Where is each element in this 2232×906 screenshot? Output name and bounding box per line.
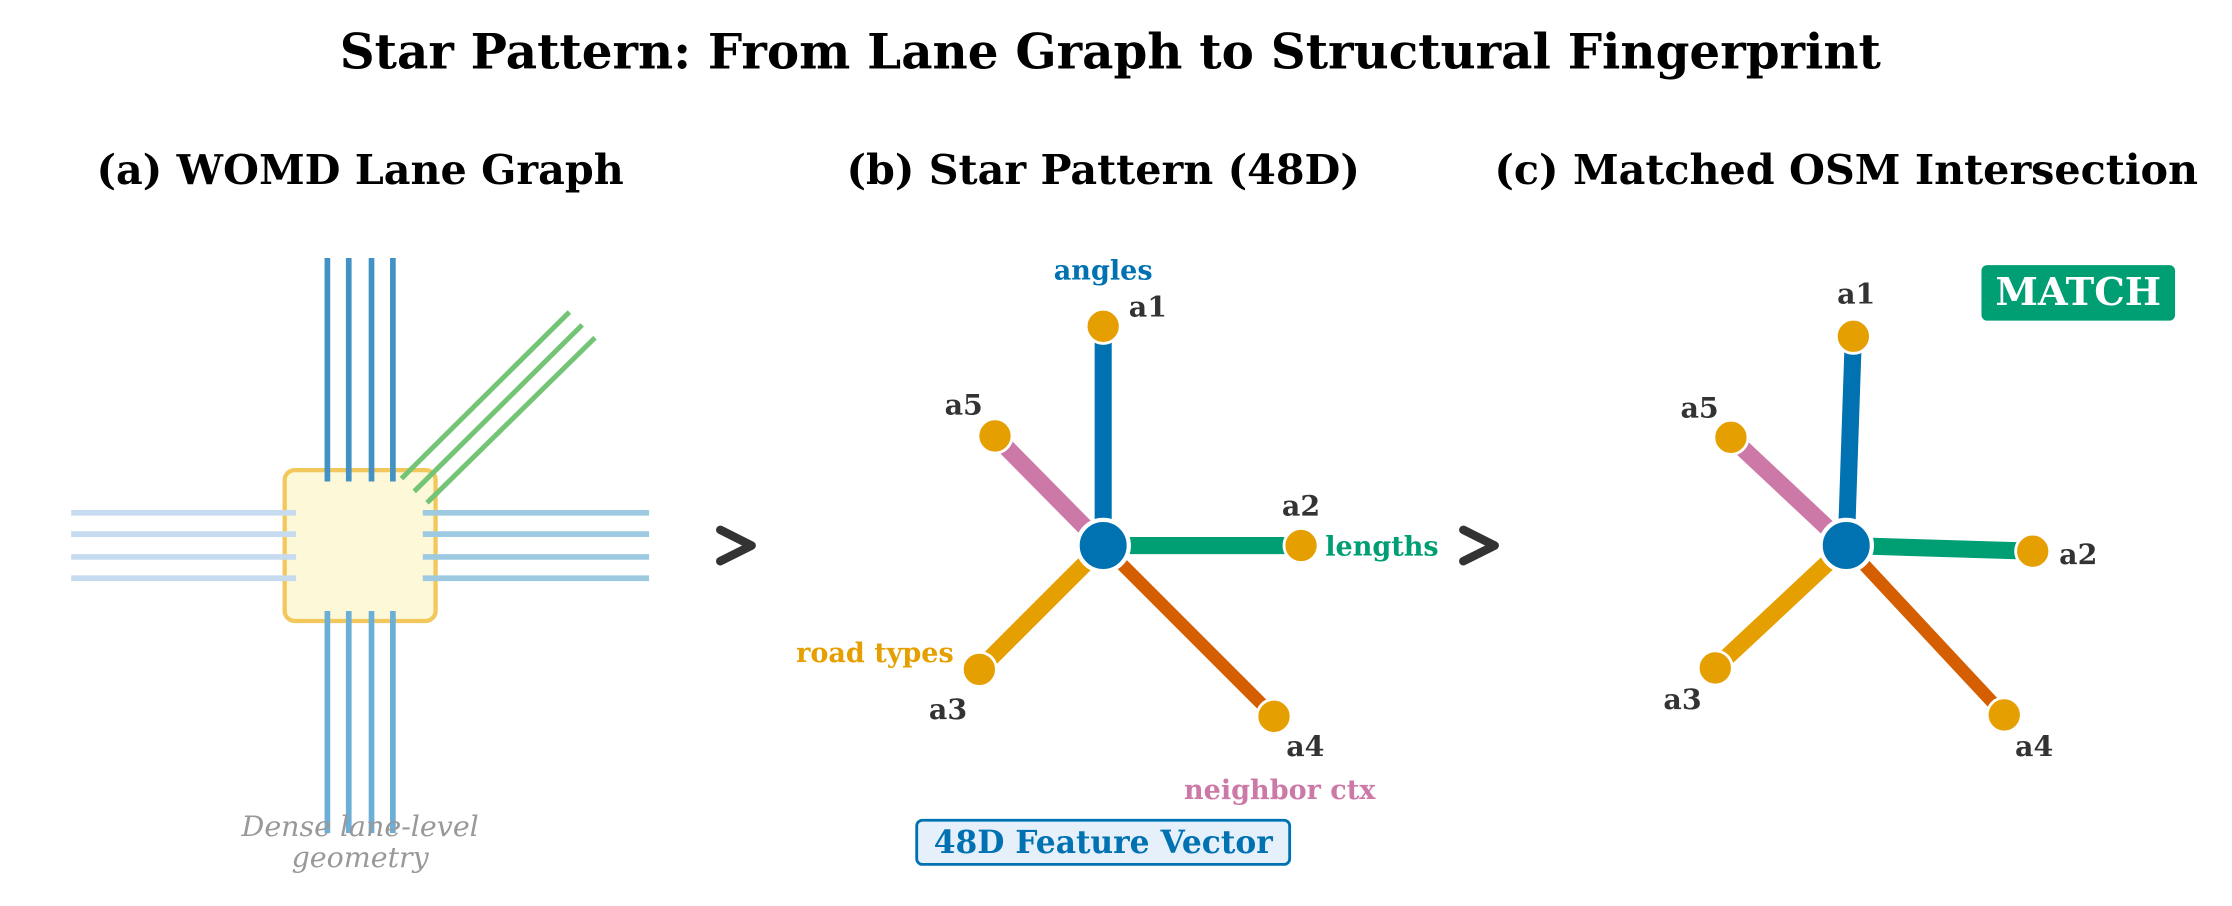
node-a2	[1282, 527, 1320, 565]
label-a1: a1	[1837, 277, 1875, 311]
label-a5: a5	[945, 388, 983, 422]
caption-line1: Dense lane-level	[241, 810, 479, 843]
feature-angles: angles	[1054, 255, 1153, 286]
node-a4	[1985, 696, 2023, 734]
north-lanes	[324, 257, 396, 482]
feature-vector-label: 48D Feature Vector	[934, 825, 1274, 861]
panel-b-title: (b) Star Pattern (48D)	[846, 145, 1359, 194]
node-a1	[1084, 307, 1122, 345]
caption-line2: geometry	[292, 841, 430, 874]
node-a3	[960, 650, 998, 688]
figure-title: Star Pattern: From Lane Graph to Structu…	[340, 25, 1882, 81]
panel-a-title: (a) WOMD Lane Graph	[97, 145, 624, 194]
label-a3: a3	[1663, 682, 1701, 716]
node-a1	[1834, 317, 1872, 355]
arm-a3	[1709, 539, 1853, 675]
feature-vector-box	[915, 818, 1292, 866]
feature-neighbor-ctx: neighbor ctx	[1184, 775, 1376, 806]
matched-osm: a1 a2 a3 a4 a5 MATCH	[1663, 265, 2176, 763]
label-a2: a2	[2059, 537, 2097, 571]
east-lanes	[422, 509, 650, 582]
match-badge	[1981, 265, 2176, 321]
node-a5	[976, 417, 1014, 455]
node-a4	[1255, 697, 1293, 735]
node-a5	[1712, 418, 1750, 456]
chevron-right-icon	[1459, 525, 1499, 566]
match-badge-label: MATCH	[1995, 270, 2161, 315]
label-a1: a1	[1129, 289, 1167, 323]
star-pattern: a1 a2 a3 a4 a5 angles lengths road types…	[796, 255, 1439, 866]
diagonal-lanes	[399, 310, 597, 505]
label-a4: a4	[2015, 729, 2053, 763]
center-node	[1818, 517, 1874, 574]
label-a3: a3	[929, 692, 967, 726]
label-a4: a4	[1286, 729, 1324, 763]
label-a2: a2	[1282, 489, 1320, 523]
intersection-box	[282, 467, 438, 624]
chevron-right-icon	[716, 525, 756, 566]
node-a3	[1696, 649, 1734, 687]
west-lanes	[71, 509, 297, 582]
node-a2	[2014, 532, 2052, 570]
south-lanes	[324, 611, 396, 834]
panel-c-title: (c) Matched OSM Intersection	[1494, 145, 2198, 194]
arm-a1	[1837, 335, 1862, 546]
arm-a2	[1845, 536, 2033, 560]
arm-a3	[973, 539, 1110, 676]
lane-graph: Dense lane-level geometry	[71, 257, 650, 874]
feature-lengths: lengths	[1325, 531, 1438, 562]
arm-a4	[1098, 540, 1279, 721]
center-node	[1075, 517, 1131, 574]
arm-a4	[1841, 541, 2009, 720]
feature-road-types: road types	[796, 638, 954, 669]
label-a5: a5	[1681, 390, 1719, 424]
